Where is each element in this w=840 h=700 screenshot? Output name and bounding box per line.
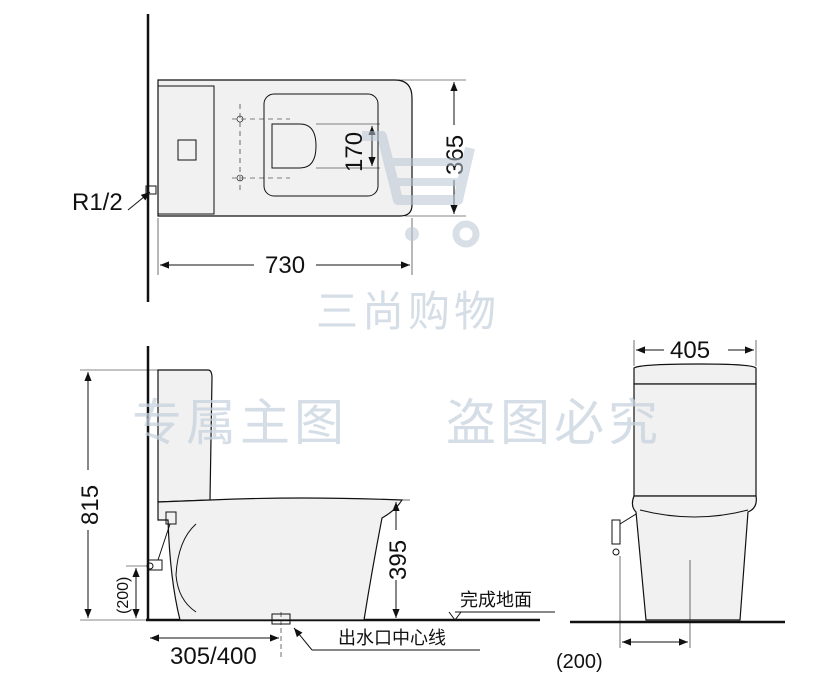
- inlet-leader-line: [127, 191, 151, 211]
- side-body: [157, 497, 404, 621]
- seat-height-label: 395: [385, 540, 412, 580]
- floor-label: 完成地面: [460, 590, 532, 611]
- top-button: [177, 139, 197, 161]
- top-fixing-marks: [232, 104, 290, 190]
- top-bowl-opening: [271, 123, 317, 169]
- side-view: 815 395 (200) 305/400 完成地面 出水口中心线: [77, 346, 555, 670]
- inlet-height-label: (200): [115, 577, 132, 614]
- front-offset-label: (200): [556, 651, 603, 673]
- watermark-theft: 盗图必究: [446, 394, 662, 452]
- top-tank: [157, 85, 215, 215]
- front-tank: [633, 363, 757, 385]
- watermark-exclusive: 专属主图: [132, 394, 348, 452]
- side-trapway: [175, 523, 197, 613]
- floor-symbol: [448, 611, 462, 621]
- height-label: 815: [77, 485, 104, 525]
- front-inlet-valve: [611, 513, 637, 556]
- top-bowl-rim: [263, 93, 379, 197]
- front-bowl-inner: [639, 509, 749, 518]
- top-inlet-fitting: [145, 185, 157, 195]
- front-width-label: 405: [670, 337, 710, 364]
- front-view: 405 (200): [556, 337, 785, 673]
- width-label: 730: [265, 252, 305, 279]
- front-bowl: [631, 495, 757, 621]
- side-inlet-valve: [146, 511, 177, 571]
- inlet-label: R1/2: [72, 189, 123, 216]
- roughin-label: 305/400: [170, 643, 257, 670]
- outlet-leader-diag: [293, 627, 313, 651]
- outlet-label: 出水口中心线: [338, 628, 446, 649]
- watermark-cart-logo: [362, 131, 480, 248]
- side-tank: [157, 369, 213, 503]
- watermark-shop: 三尚购物: [316, 287, 500, 336]
